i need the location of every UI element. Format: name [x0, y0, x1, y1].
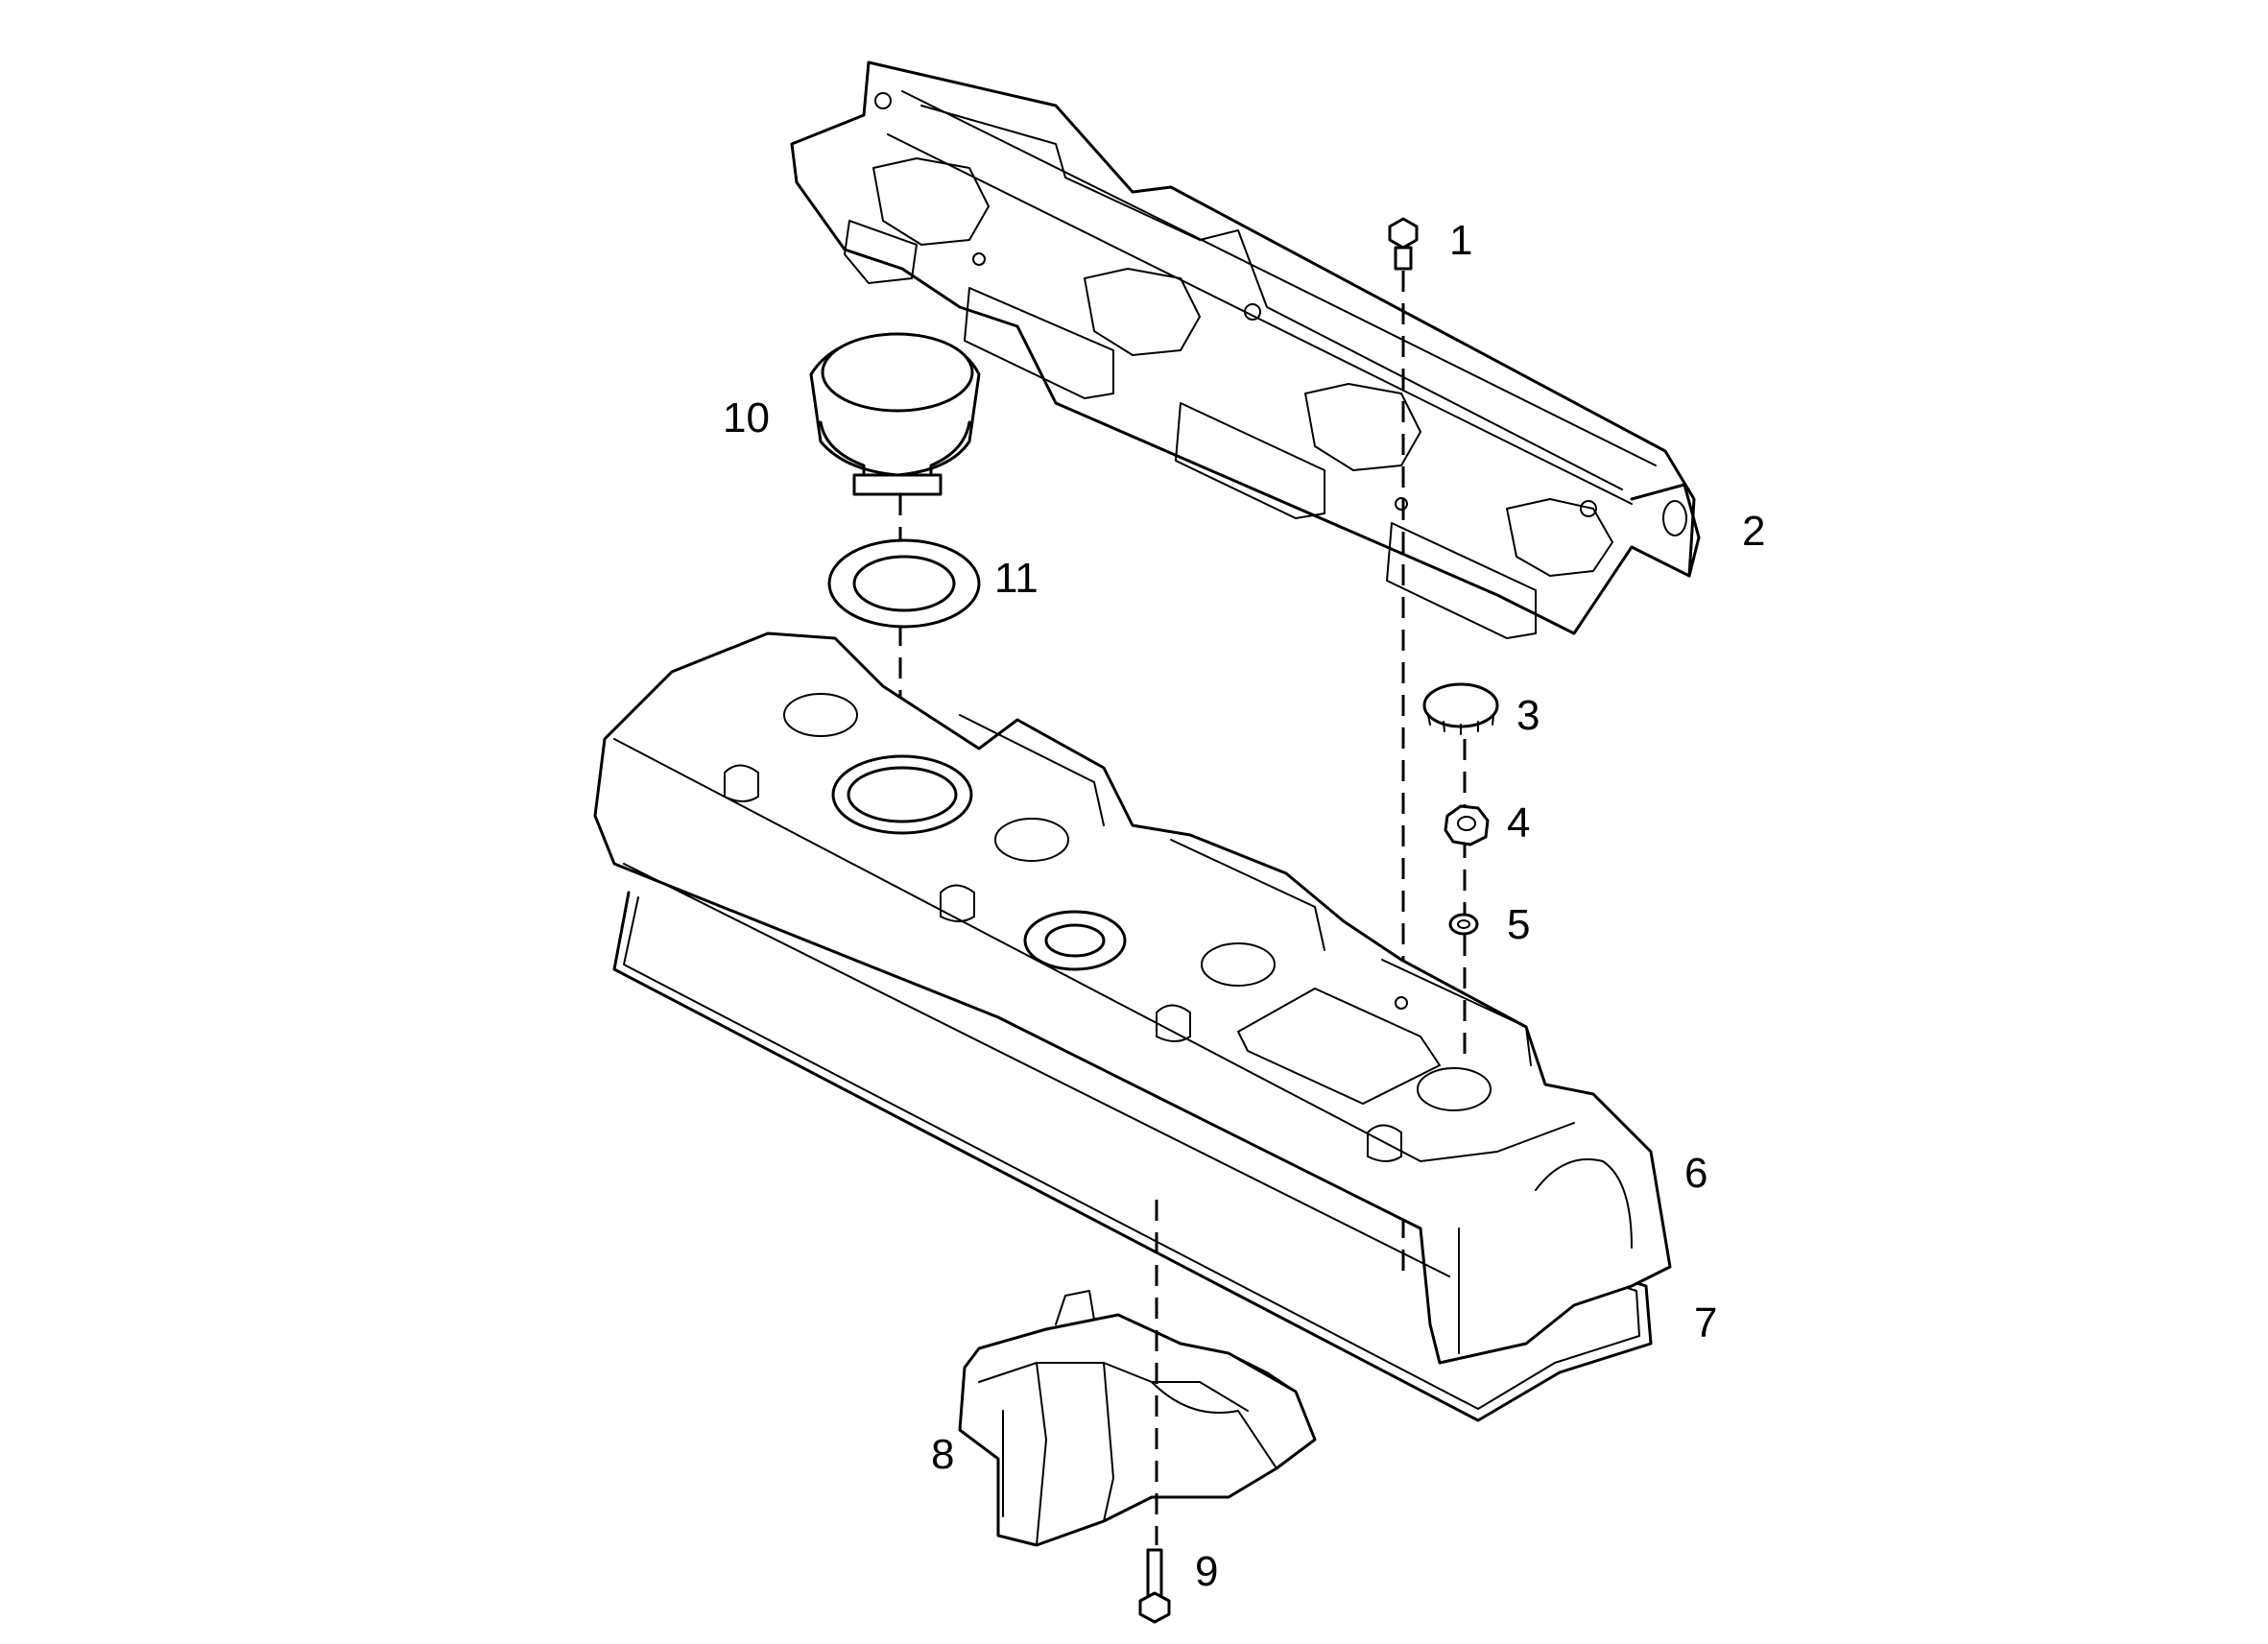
cap-gasket-ring-part-11 — [827, 538, 981, 629]
bolt-part-9 — [1138, 1548, 1171, 1624]
callout-10: 10 — [723, 394, 770, 441]
plug-part-3 — [1422, 682, 1499, 735]
callout-5: 5 — [1507, 901, 1530, 948]
washer-part-5 — [1448, 913, 1479, 936]
callout-4: 4 — [1507, 799, 1530, 846]
valve-cover-gasket-part-7 — [612, 891, 1653, 1422]
nut-part-4 — [1444, 804, 1490, 846]
top-engine-cover-part-2 — [790, 60, 1701, 639]
bracket-part-8 — [958, 1290, 1317, 1547]
callout-7: 7 — [1694, 1299, 1717, 1346]
callout-2: 2 — [1742, 508, 1765, 555]
bolt-part-1 — [1388, 217, 1419, 271]
callout-3: 3 — [1516, 692, 1540, 739]
callout-6: 6 — [1684, 1150, 1707, 1197]
callout-11: 11 — [994, 555, 1039, 602]
valve-cover-part-6 — [593, 631, 1672, 1365]
oil-filler-cap-part-10 — [809, 332, 981, 496]
callout-9: 9 — [1195, 1548, 1218, 1595]
callout-8: 8 — [931, 1431, 954, 1478]
callout-1: 1 — [1449, 217, 1472, 264]
